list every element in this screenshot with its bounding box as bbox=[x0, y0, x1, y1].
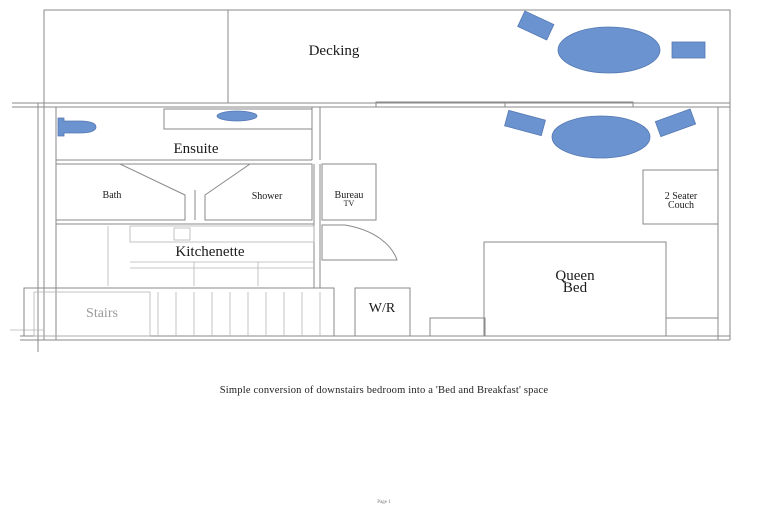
label-bureau: Bureau bbox=[335, 190, 364, 201]
label-shower: Shower bbox=[252, 191, 283, 202]
room-labels: Decking Ensuite Bath Shower Bureau TV Ki… bbox=[86, 43, 698, 321]
walls bbox=[10, 9, 731, 352]
label-kitchenette: Kitchenette bbox=[175, 244, 244, 260]
room-table bbox=[551, 115, 651, 159]
label-ensuite: Ensuite bbox=[174, 141, 219, 157]
decking-chair-right bbox=[671, 41, 706, 59]
label-bath: Bath bbox=[103, 190, 122, 201]
label-tv: TV bbox=[344, 199, 355, 208]
label-wr: W/R bbox=[369, 301, 396, 316]
label-queen: Queen bbox=[555, 268, 595, 284]
decking-chair-left bbox=[517, 10, 555, 41]
toilet bbox=[57, 117, 97, 137]
room-chair-left bbox=[504, 109, 546, 137]
label-couch-line2: Couch bbox=[668, 200, 694, 211]
label-bed: Bed bbox=[563, 280, 588, 296]
room-chair-right bbox=[654, 108, 697, 138]
page-number: Page 1 bbox=[377, 500, 391, 505]
decking-table bbox=[557, 26, 661, 74]
label-couch-line1: 2 Seater bbox=[665, 191, 698, 202]
figure-caption: Simple conversion of downstairs bedroom … bbox=[219, 385, 549, 396]
basin bbox=[216, 110, 258, 122]
label-stairs: Stairs bbox=[86, 306, 118, 321]
furniture bbox=[57, 10, 706, 159]
label-decking: Decking bbox=[309, 43, 360, 59]
